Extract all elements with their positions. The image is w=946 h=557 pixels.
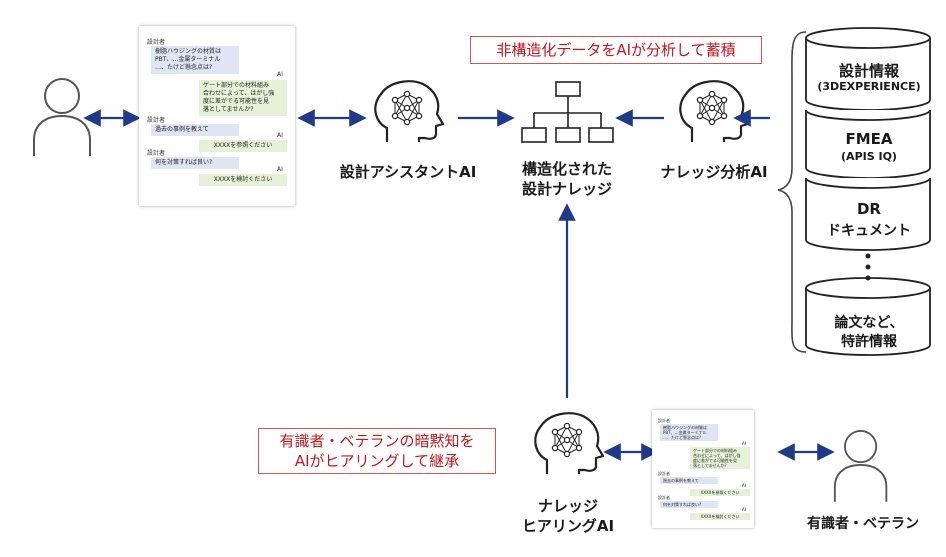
speaker-ai: AI [277,166,283,173]
db-title: FMEA [845,130,893,148]
speaker-ai: AI [742,483,746,488]
chat-card-small: 設計者 樹脂ハウジングの材質は PBT、…金属ターミナル …、たけど懸念点は? … [652,410,754,528]
hearing-ai-label-1: ナレッジ [537,497,598,515]
chat-text: PBT、…金属ターミナル [155,56,221,63]
org-chart-icon [521,81,614,143]
callout-bottom-line-1: 有識者・ベテランの暗黙知を [279,432,475,450]
speaker-ai: AI [277,71,283,78]
chat-text: 度に差がでる可能性を見 [203,98,270,105]
chat-answer: XXXXを検討ください [199,174,287,186]
chat-question: 樹脂ハウジングの材質は PBT、…金属ターミナル …、たけど懸念点は? [151,46,239,74]
chat-text: 樹脂ハウジングの材質は [155,48,222,55]
chat-text: 合わせによって、はがし強 [693,453,741,458]
chat-card: 設計者 樹脂ハウジングの材質は PBT、…金属ターミナル …、たけど懸念点は? … [139,26,295,206]
chat-text: ゲート部分での材料組み [203,82,270,89]
speaker-designer: 設計者 [658,471,670,476]
db-sub: (APIS IQ) [841,150,897,163]
chat-text: PBT、…金属ターミナル [663,430,707,435]
callout-bottom: 有識者・ベテランの暗黙知を AIがヒアリングして継承 [258,428,496,474]
knowledge-analysis-ai-label: ナレッジ分析AI [660,163,768,181]
speaker-ai: AI [277,132,283,139]
person-icon [833,430,888,503]
database-icon [805,27,931,111]
structured-knowledge-label-1: 構造化された [521,160,612,178]
speaker-designer: 設計者 [147,150,166,157]
callout-top: 非構造化データをAIが分析して蓄積 [470,36,762,64]
db-title: 設計情報 [838,62,899,80]
ai-head-icon [679,80,750,144]
database-icon [805,177,931,251]
chat-question: 何を対策すれば良い? [660,501,718,508]
callout-bottom-line-2: AIがヒアリングして継承 [294,452,460,470]
speaker-ai: AI [742,441,746,446]
chat-question: 過去の事例を教えて [660,477,718,484]
speaker-designer: 設計者 [658,418,670,423]
chat-question: 樹脂ハウジングの材質は PBT、…金属ターミナル …、たけど懸念点は? [660,424,718,441]
speaker-ai: AI [742,507,746,512]
db-sub: (3DEXPERIENCE) [817,80,921,93]
ai-head-icon [374,80,445,144]
db-sub: 特許情報 [841,334,897,350]
ai-head-icon [534,412,605,476]
speaker-designer: 設計者 [658,495,670,500]
ellipsis-dots [865,253,871,281]
chat-text: …、たけど懸念点は? [155,64,213,71]
chat-answer: XXXXを検討ください [690,513,750,520]
database-icon [805,277,931,356]
assistant-ai-label: 設計アシスタントAI [339,163,477,181]
chat-text: 樹脂ハウジングの材質は [663,425,707,430]
structured-knowledge-label-2: 設計ナレッジ [521,180,612,198]
chat-answer: ゲート部分での材料組み 合わせによって、はがし強 度に差がでる可能性を見 落とし… [199,80,287,116]
db-sub: ドキュメント [827,223,911,239]
chat-text: ゲート部分での材料組み [693,448,737,453]
brace-icon [777,31,807,353]
chat-question: 過去の事例を教えて [151,124,239,136]
chat-text: 落としてませんか? [203,106,254,113]
expert-label: 有識者・ベテラン [807,516,919,532]
person-icon [33,78,91,157]
chat-answer: XXXXを参照ください [690,489,750,496]
speaker-designer: 設計者 [147,117,166,124]
db-title: 論文など、 [834,315,904,331]
db-title: DR [856,200,881,218]
speaker-designer: 設計者 [147,39,166,46]
chat-text: 度に差がでる可能性を見 [693,458,737,463]
chat-answer: XXXXを参照ください [199,140,287,152]
chat-text: 落としてませんか? [693,463,727,468]
hearing-ai-label-2: ヒアリングAI [521,517,615,535]
chat-text: 合わせによって、はがし強 [203,90,275,97]
flow-arrows [83,109,835,461]
chat-question: 何を対策すれば良い? [151,157,239,169]
chat-text: …、たけど懸念点は? [663,435,702,440]
chat-answer: ゲート部分での材料組み 合わせによって、はがし強 度に差がでる可能性を見 落とし… [690,447,750,469]
